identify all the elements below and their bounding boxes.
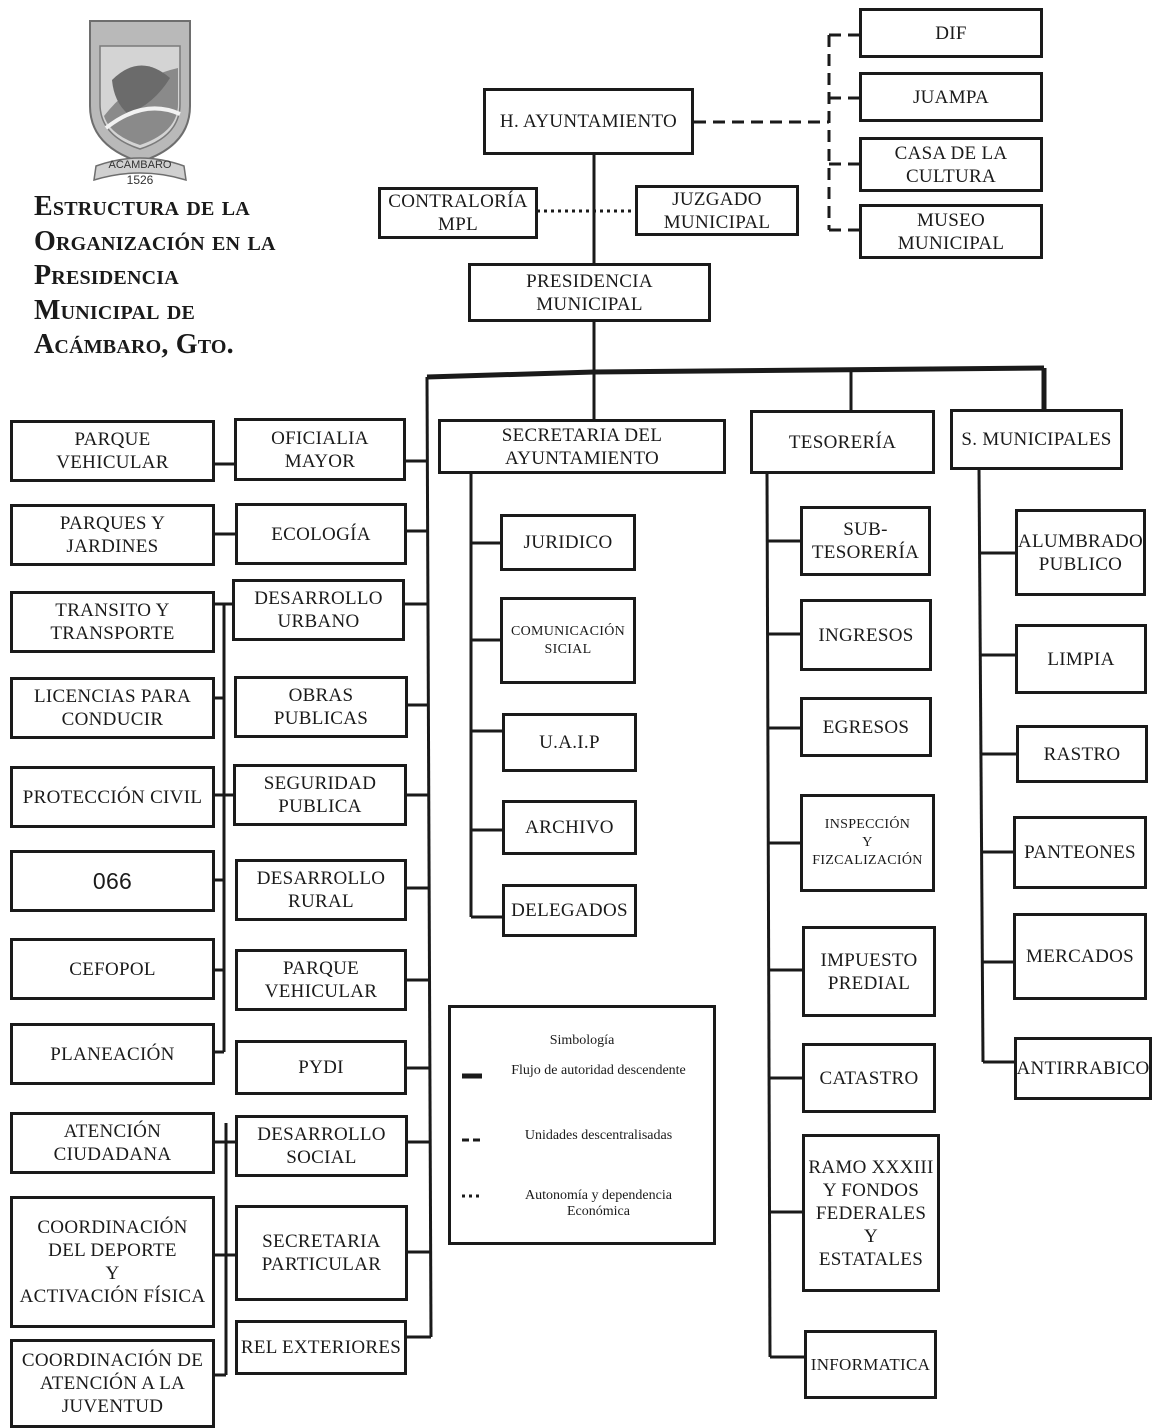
box-contraloria: CONTRALORÍA MPL [378,187,538,239]
box-066: 066 [10,850,215,912]
box-atencion-ciudadana: ATENCIÓN CIUDADANA [10,1112,215,1174]
box-ingresos: INGRESOS [800,599,932,671]
box-ecologia: ECOLOGÍA [235,503,407,565]
box-casa-cultura: CASA DE LA CULTURA [859,137,1043,192]
legend-solid-label: Flujo de autoridad descendente [511,1063,686,1078]
box-ramo-xxxiii: RAMO XXXIII Y FONDOS FEDERALES Y ESTATAL… [802,1134,940,1292]
logo-banner-text: ACAMBARO [109,159,172,171]
box-dif: DIF [859,8,1043,58]
title-line: Organización en la [34,225,276,257]
box-rastro: RASTRO [1016,725,1148,783]
box-impuesto-predial: IMPUESTO PREDIAL [802,926,936,1017]
legend: Simbología Flujo de autoridad descendent… [448,1005,716,1245]
box-pydi: PYDI [235,1040,407,1095]
box-inspeccion: INSPECCIÓN Y FIZCALIZACIÓN [800,794,935,892]
box-cefopol: CEFOPOL [10,938,215,1000]
box-tesoreria: TESORERÍA [750,410,935,474]
box-servicios-municipales: S. MUNICIPALES [950,409,1123,470]
box-desarrollo-social: DESARROLLO SOCIAL [235,1115,408,1177]
box-limpia: LIMPIA [1015,624,1147,694]
box-rel-exteriores: REL EXTERIORES [235,1320,407,1375]
box-juzgado: JUZGADO MUNICIPAL [635,185,799,236]
title-line: Municipal de [34,294,196,326]
box-juampa: JUAMPA [859,72,1043,122]
box-desarrollo-rural: DESARROLLO RURAL [235,859,407,921]
box-coordinacion-juventud: COORDINACIÓN DE ATENCIÓN A LA JUVENTUD [10,1339,215,1428]
chart-title: Estructura de la Organización en la Pres… [34,190,354,363]
box-oficialia-mayor: OFICIALIA MAYOR [234,418,406,481]
legend-title: Simbología [549,1033,615,1048]
box-h-ayuntamiento: H. AYUNTAMIENTO [483,88,694,155]
box-juridico: JURIDICO [500,514,636,571]
logo-year-text: 1526 [127,173,154,187]
box-obras-publicas: OBRAS PUBLICAS [234,676,408,738]
box-transito-transporte: TRANSITO Y TRANSPORTE [10,591,215,653]
box-presidencia: PRESIDENCIA MUNICIPAL [468,263,711,322]
box-uaip: U.A.I.P [502,713,637,772]
box-desarrollo-urbano: DESARROLLO URBANO [232,579,405,641]
box-panteones: PANTEONES [1013,816,1147,889]
legend-dashed-label: Unidades descentralisadas [524,1128,673,1143]
box-egresos: EGRESOS [800,697,932,757]
box-proteccion-civil: PROTECCIÓN CIVIL [10,766,215,828]
box-alumbrado-publico: ALUMBRADO PUBLICO [1015,509,1146,596]
box-antirrabico: ANTIRRABICO [1014,1037,1152,1100]
dotted-line-swatch [462,1194,482,1198]
title-line: Estructura de la [34,191,250,222]
solid-line-swatch [462,1073,482,1079]
box-licencias-conducir: LICENCIAS PARA CONDUCIR [10,677,215,739]
box-coordinacion-deporte: COORDINACIÓN DEL DEPORTE Y ACTIVACIÓN FÍ… [10,1196,215,1328]
box-catastro: CATASTRO [802,1043,936,1113]
box-parque-vehicular-left: PARQUE VEHICULAR [10,420,215,482]
box-museo: MUSEO MUNICIPAL [859,204,1043,259]
box-parques-jardines: PARQUES Y JARDINES [10,504,215,566]
dashed-line-swatch [462,1138,482,1142]
box-planeacion: PLANEACIÓN [10,1023,215,1085]
box-informatica: INFORMATICA [804,1330,937,1399]
box-archivo: ARCHIVO [502,800,637,855]
box-comunicacion-social: COMUNICACIÓN SICIAL [500,597,636,684]
box-parque-vehicular-mid: PARQUE VEHICULAR [235,949,407,1011]
coat-of-arms-logo: ACAMBARO 1526 [89,20,191,187]
box-subtesoreria: SUB- TESORERÍA [800,506,931,576]
title-line: Presidencia [34,260,179,291]
box-delegados: DELEGADOS [502,884,637,937]
title-line: Acámbaro, Gto. [34,329,234,360]
box-secretaria-particular: SECRETARIA PARTICULAR [235,1205,408,1301]
box-mercados: MERCADOS [1013,913,1147,1000]
box-seguridad-publica: SEGURIDAD PUBLICA [233,764,407,826]
legend-dotted-label: Autonomía y dependencia Económica [525,1188,672,1219]
box-secretaria-ayuntamiento: SECRETARIA DEL AYUNTAMIENTO [438,419,726,474]
